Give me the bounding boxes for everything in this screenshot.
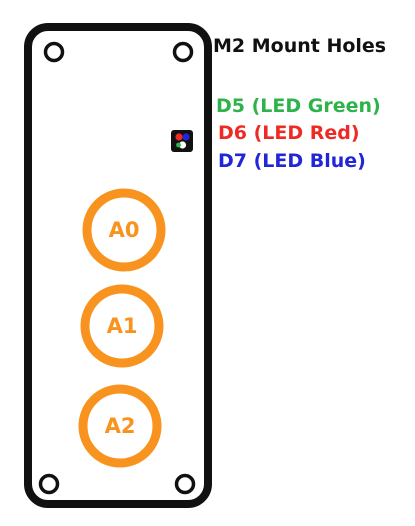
mount-hole-top-left [43, 41, 65, 63]
mount-hole-bottom-right [174, 473, 196, 495]
led-green-label: D5 (LED Green) [216, 95, 381, 117]
pad-ring-a1 [80, 284, 164, 368]
mount-hole-top-right [172, 41, 194, 63]
pad-label-a1: A1 [106, 314, 138, 338]
mount-holes-label: M2 Mount Holes [213, 35, 387, 57]
pad-label-a2: A2 [104, 414, 136, 438]
led-red-label: D6 (LED Red) [218, 122, 360, 144]
pad-ring-a2 [78, 384, 162, 468]
pad-label-a0: A0 [108, 218, 140, 242]
pad-ring-a0 [82, 188, 166, 272]
board-outline [24, 23, 212, 508]
rgb-led [171, 130, 193, 152]
led-blue-label: D7 (LED Blue) [218, 150, 366, 172]
mount-hole-bottom-left [38, 473, 60, 495]
